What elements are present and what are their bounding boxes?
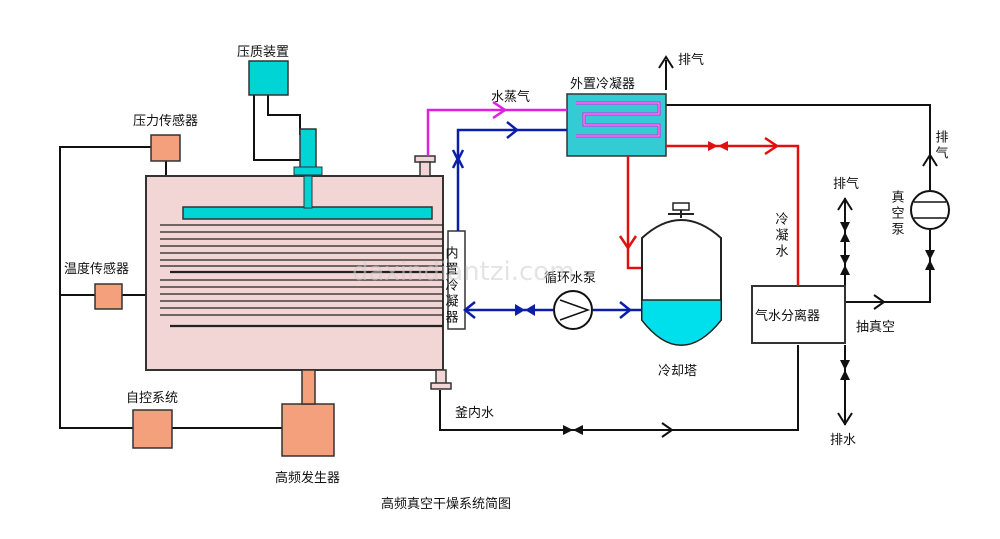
hf-generator-box bbox=[281, 403, 335, 457]
label-exhaust-right: 排气 bbox=[933, 130, 949, 162]
label-hf-generator: 高频发生器 bbox=[275, 470, 340, 486]
label-external-condenser: 外置冷凝器 bbox=[570, 76, 635, 92]
label-exhaust-top: 排气 bbox=[678, 52, 704, 68]
label-pressure-sensor: 压力传感器 bbox=[133, 113, 198, 129]
label-temp-sensor: 温度传感器 bbox=[64, 261, 129, 277]
black-arrows bbox=[658, 55, 938, 438]
label-tank-water: 釜内水 bbox=[455, 405, 494, 421]
label-drain: 排水 bbox=[830, 433, 856, 448]
watermark: daxindiantzi.com bbox=[352, 257, 575, 287]
vacuum-pump bbox=[910, 190, 950, 230]
label-water-vapor: 水蒸气 bbox=[491, 89, 530, 105]
blue-valve bbox=[515, 304, 535, 316]
label-pump-vacuum: 抽真空 bbox=[856, 320, 895, 335]
label-pressing-device: 压质装置 bbox=[237, 45, 289, 60]
label-auto-control: 自控系统 bbox=[126, 391, 178, 406]
diagram-caption: 高频真空干燥系统简图 bbox=[381, 496, 511, 512]
label-vacuum-pump: 真空泵 bbox=[889, 190, 905, 238]
black-valves bbox=[563, 222, 935, 435]
press-cylinder bbox=[299, 128, 317, 170]
cooling-tower bbox=[641, 202, 722, 346]
internal-condenser-box bbox=[447, 230, 466, 330]
label-separator: 气水分离器 bbox=[755, 308, 820, 324]
label-circulation-pump: 循环水泵 bbox=[544, 271, 596, 286]
cooling-water-circuit bbox=[451, 121, 642, 319]
label-internal-condenser: 内置冷凝器 bbox=[443, 245, 459, 326]
temp-sensor-box bbox=[94, 283, 123, 310]
hf-generator-column bbox=[301, 369, 316, 405]
red-valve bbox=[708, 141, 728, 151]
label-exhaust-mid: 排气 bbox=[833, 176, 859, 192]
auto-control-box bbox=[132, 409, 173, 449]
press-rod bbox=[303, 175, 313, 209]
vessel-plates bbox=[160, 224, 443, 328]
label-condensed-water: 冷凝水 bbox=[773, 212, 789, 260]
control-wiring bbox=[59, 60, 931, 431]
press-plate bbox=[182, 206, 433, 220]
vapor-line bbox=[426, 108, 567, 156]
pressing-device-box bbox=[248, 60, 289, 96]
pressure-sensor-box bbox=[150, 134, 181, 162]
vessel-nozzles bbox=[414, 155, 452, 390]
press-base bbox=[293, 166, 323, 176]
label-cooling-tower: 冷却塔 bbox=[658, 364, 697, 379]
